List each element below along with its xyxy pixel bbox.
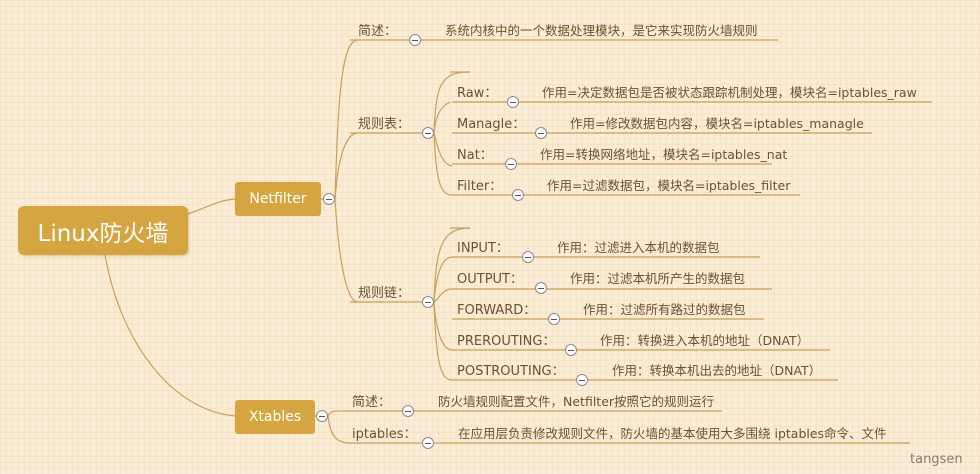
iptables-label: iptables： [352,427,417,442]
root-to-xtables-line [104,254,236,417]
nat-collapse-icon[interactable] [505,158,517,170]
filter-collapse-icon[interactable] [512,189,524,201]
netfilter-node[interactable]: Netfilter [235,182,321,216]
postrouting-label: POSTROUTING： [457,364,565,379]
netfilter-collapse-icon[interactable] [323,193,335,205]
prerouting-collapse-icon[interactable] [565,344,577,356]
xtables-summary-collapse-icon[interactable] [402,405,414,417]
forward-collapse-icon[interactable] [548,313,560,325]
xtables-collapse-icon[interactable] [316,410,328,422]
netfilter-to-tables-line [334,132,359,200]
output-text: 作用：过滤本机所产生的数据包 [570,271,746,286]
forward-label: FORWARD： [457,303,537,318]
output-label: OUTPUT： [457,272,523,287]
xtables-to-iptables-line [327,415,351,444]
managle-text: 作用=修改数据包内容，模块名=iptables_managle [570,116,864,131]
tables-label: 规则表： [358,117,411,132]
netfilter-label: Netfilter [249,191,307,207]
xtables-node[interactable]: Xtables [235,400,315,434]
chains-to-forward-line [433,288,453,303]
raw-label: Raw： [457,86,498,101]
tables-to-managle-line [433,101,451,134]
watermark: tangsen [910,452,963,467]
xtables-summary-text: 防火墙规则配置文件，Netfilter按照它的规则运行 [438,394,715,409]
input-label: INPUT： [457,241,509,256]
netfilter-summary-text: 系统内核中的一个数据处理模块，是它来实现防火墙规则 [445,23,758,38]
managle-collapse-icon[interactable] [535,127,547,139]
postrouting-text: 作用：转换本机出去的地址（DNAT） [612,363,822,378]
nat-label: Nat： [457,148,493,163]
chains-to-input-line [433,227,471,303]
xtables-summary-label: 简述： [352,395,392,410]
input-collapse-icon[interactable] [522,251,534,263]
nat-text: 作用=转换网络地址，模块名=iptables_nat [540,147,788,162]
root-node[interactable]: Linux防火墙 [18,206,188,255]
iptables-collapse-icon[interactable] [422,437,434,449]
postrouting-collapse-icon[interactable] [576,374,588,386]
chains-label: 规则链： [358,286,411,301]
iptables-text: 在应用层负责修改规则文件，防火墙的基本使用大多围绕 iptables命令、文件 [458,426,887,441]
netfilter-summary-collapse-icon[interactable] [409,34,421,46]
netfilter-summary-label: 简述： [358,24,398,39]
netfilter-to-summary-line [334,39,359,200]
prerouting-text: 作用：转换进入本机的地址（DNAT） [600,333,810,348]
prerouting-label: PREROUTING： [457,334,556,349]
input-text: 作用：过滤进入本机的数据包 [557,240,720,255]
raw-collapse-icon[interactable] [507,96,519,108]
tables-to-filter-line [433,132,453,196]
filter-label: Filter： [457,179,503,194]
forward-text: 作用：过滤所有路过的数据包 [583,302,746,317]
managle-label: Managle： [457,117,526,132]
chains-to-output-line [433,256,453,303]
output-collapse-icon[interactable] [535,282,547,294]
xtables-label: Xtables [248,409,302,425]
filter-text: 作用=过滤数据包，模块名=iptables_filter [547,178,791,193]
raw-text: 作用=决定数据包是否被状态跟踪机制处理，模块名=iptables_raw [542,85,917,100]
tables-to-nat-line [433,132,453,167]
tables-collapse-icon[interactable] [422,127,434,139]
chains-to-postrouting-line [433,301,453,381]
root-to-netfilter-line [187,198,236,215]
netfilter-to-chains-line [334,198,359,303]
chains-collapse-icon[interactable] [422,296,434,308]
xtables-to-summary-line [327,410,351,417]
root-title: Linux防火墙 [37,220,169,247]
